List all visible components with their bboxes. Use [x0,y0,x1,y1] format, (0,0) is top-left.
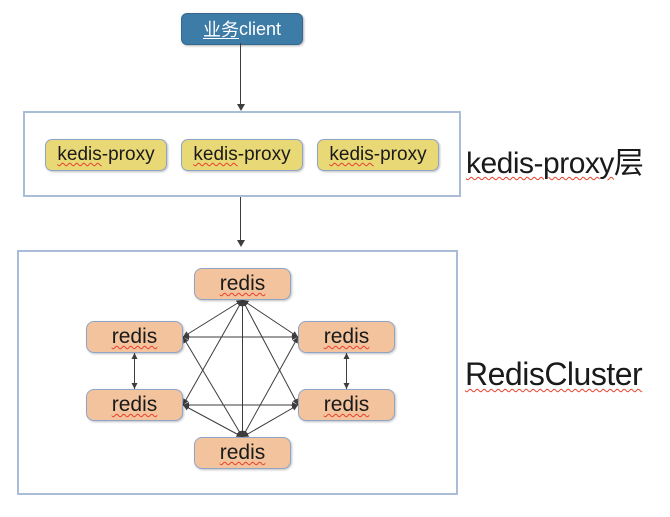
redis-node-right-upper: redis [298,321,395,353]
mesh-edge-bottom-left-lower [182,404,243,438]
mesh-edge-top-left-upper [182,299,243,338]
client-label-latin: client [238,18,282,39]
proxy-layer-label: kedis-proxy层 [466,147,644,180]
mesh-svg [131,299,350,438]
kedis-proxy-box-1: kedis-proxy [45,139,167,171]
mesh-edge-top-right-upper [242,299,299,338]
redis-node-right-lower: redis [298,389,395,421]
client-label-cjk: 业务 [202,20,239,40]
redis-node-bottom: redis [194,437,291,469]
redis-node-top: redis [194,268,291,300]
kedis-proxy-box-2: kedis-proxy [181,139,303,171]
arrow-proxy-to-cluster [236,197,245,247]
kedis-proxy-box-3: kedis-proxy [317,139,439,171]
redis-node-left-lower: redis [86,389,183,421]
redis-cluster-label: RedisCluster [465,356,643,392]
redis-cluster-container: redis redis redis redis redis redis [17,250,458,495]
arrow-client-to-proxy [236,43,245,111]
redis-node-left-upper: redis [86,321,183,353]
mesh-edge-bottom-right-lower [242,404,299,438]
proxy-layer-container: kedis-proxy kedis-proxy kedis-proxy [23,111,461,197]
